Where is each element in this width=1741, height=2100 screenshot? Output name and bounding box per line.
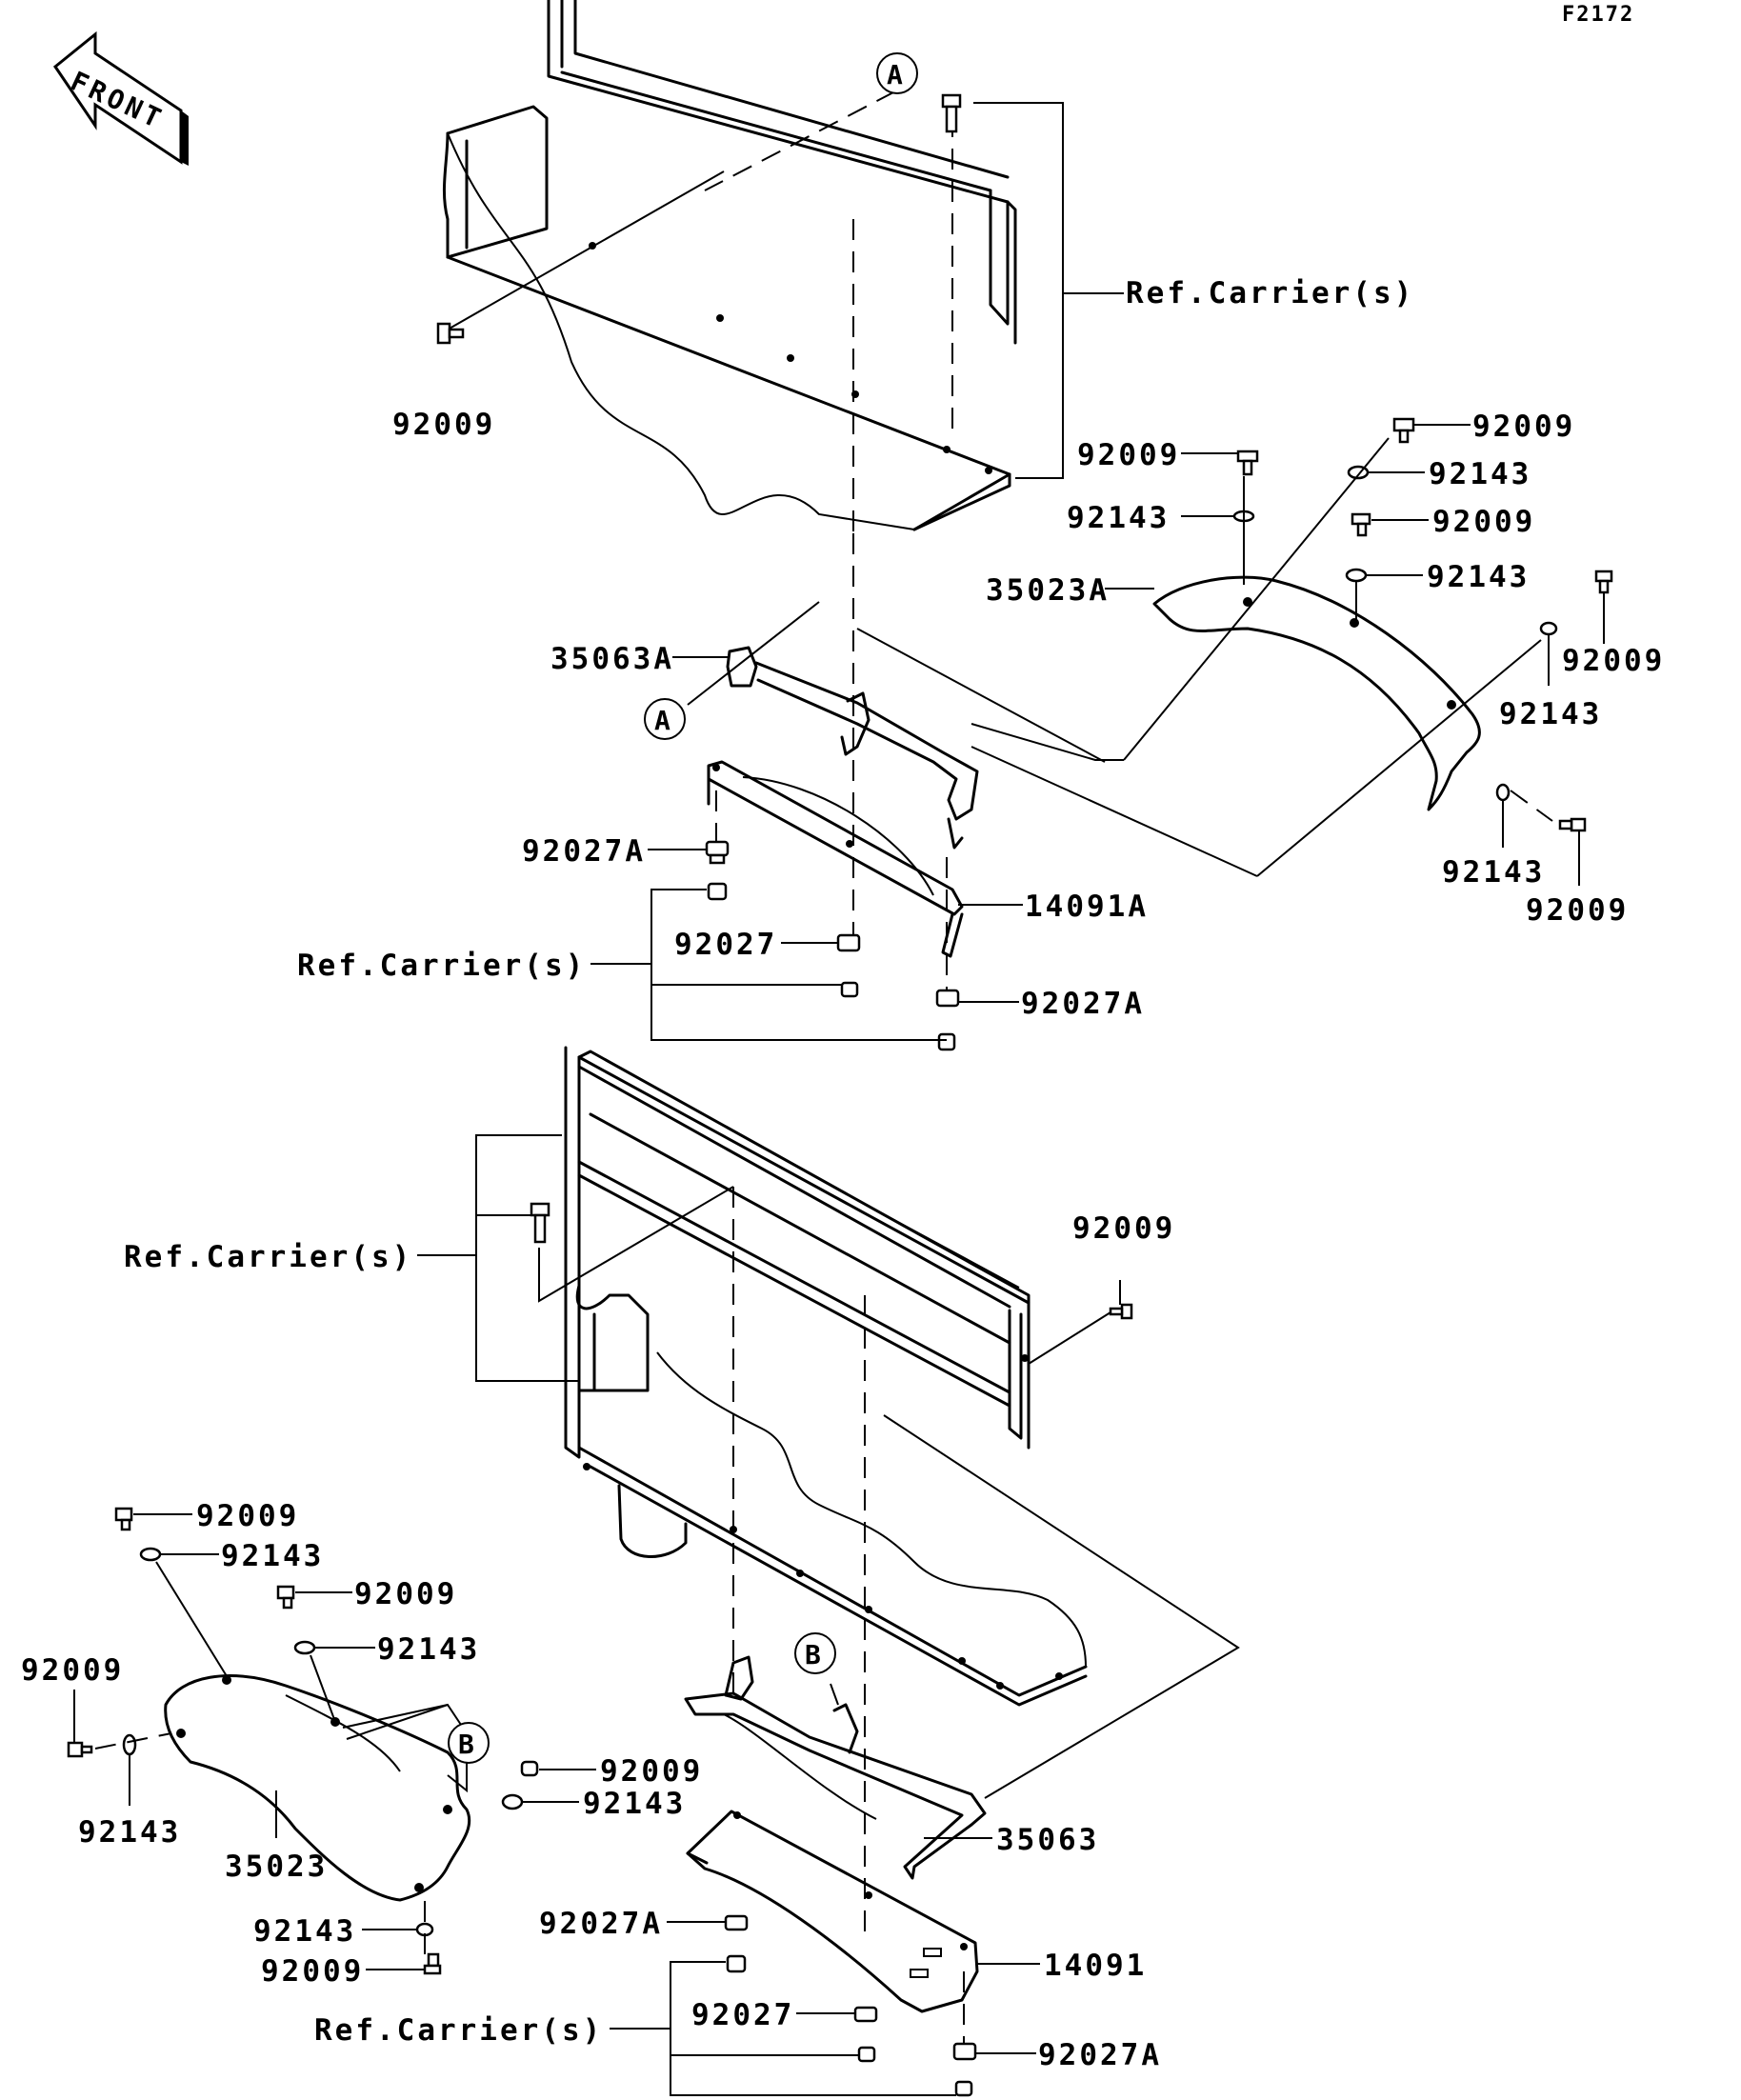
- svg-text:B: B: [805, 1639, 821, 1670]
- label-92009: 92009: [21, 1653, 124, 1688]
- screw-icon: [1558, 817, 1587, 832]
- label-35063A: 35063A: [550, 642, 674, 676]
- label-92143: 92143: [377, 1632, 480, 1667]
- label-14091: 14091: [1044, 1949, 1147, 1983]
- screw-icon: [1594, 570, 1613, 594]
- bracket-line: [973, 102, 1064, 479]
- label-92143: 92143: [1499, 697, 1602, 731]
- label-92009: 92009: [1526, 893, 1629, 928]
- label-ref-carrier: Ref.Carrier(s): [1126, 276, 1414, 310]
- fender-35023A: [1152, 575, 1481, 811]
- label-92143: 92143: [1429, 457, 1531, 491]
- washer-icon: [1345, 568, 1368, 583]
- label-92027A: 92027A: [539, 1907, 663, 1941]
- label-92143: 92143: [253, 1914, 356, 1949]
- label-35023: 35023: [225, 1850, 328, 1884]
- nut-icon: [954, 2080, 973, 2097]
- screw-icon: [423, 1952, 442, 1975]
- label-92027: 92027: [674, 928, 777, 962]
- label-14091A: 14091A: [1025, 890, 1149, 924]
- label-ref-carrier: Ref.Carrier(s): [124, 1240, 412, 1274]
- label-ref-carrier: Ref.Carrier(s): [314, 2013, 603, 2048]
- washer-icon: [293, 1640, 316, 1655]
- bracket-35063: [684, 1655, 987, 1880]
- washer-icon: [1495, 783, 1511, 802]
- label-92009: 92009: [392, 408, 495, 442]
- label-92009: 92009: [196, 1499, 299, 1533]
- callout-A: A: [876, 52, 918, 94]
- nut-icon: [707, 882, 728, 901]
- label-92009: 92009: [1072, 1211, 1175, 1246]
- label-92009: 92009: [1077, 438, 1180, 472]
- nut-icon: [853, 2006, 878, 2023]
- label-92009: 92009: [1472, 410, 1575, 444]
- label-92009: 92009: [600, 1754, 703, 1789]
- label-92143: 92143: [1067, 501, 1170, 535]
- label-92143: 92143: [1427, 560, 1530, 594]
- label-92009: 92009: [1432, 505, 1535, 539]
- label-92009: 92009: [261, 1954, 364, 1989]
- screw-icon: [1109, 1303, 1133, 1320]
- lower-carrier-bed: [564, 1046, 1088, 1707]
- nut-icon: [840, 981, 859, 998]
- screw-icon: [1236, 450, 1259, 476]
- label-92143: 92143: [78, 1815, 181, 1850]
- nut-icon: [724, 1914, 749, 1931]
- bolt-icon: [436, 170, 725, 345]
- label-92143: 92143: [583, 1787, 686, 1821]
- label-92027: 92027: [691, 1998, 794, 2032]
- bolt-icon: [530, 1202, 550, 1244]
- label-92027A: 92027A: [1038, 2038, 1162, 2072]
- label-92143: 92143: [221, 1539, 324, 1573]
- bracket-35063A: [726, 646, 979, 850]
- screw-icon: [276, 1585, 295, 1610]
- label-92143: 92143: [1442, 855, 1545, 890]
- bracket-line: [650, 889, 947, 1041]
- svg-text:A: A: [887, 59, 903, 90]
- washer-icon: [139, 1547, 162, 1562]
- screw-icon: [520, 1760, 539, 1777]
- svg-text:B: B: [458, 1729, 474, 1760]
- front-arrow-icon: FRONT: [52, 30, 189, 166]
- nut-icon: [952, 2042, 977, 2061]
- label-35063: 35063: [996, 1823, 1099, 1857]
- tube-14091A: [707, 760, 964, 958]
- callout-B: B: [448, 1722, 490, 1764]
- nut-icon: [937, 1032, 956, 1051]
- screw-icon: [67, 1741, 93, 1758]
- label-92027A: 92027A: [1021, 987, 1145, 1021]
- callout-B: B: [794, 1632, 836, 1674]
- bracket-line: [475, 1134, 579, 1382]
- nut-icon: [935, 989, 960, 1008]
- label-92009: 92009: [354, 1577, 457, 1611]
- callout-A: A: [644, 698, 686, 740]
- svg-text:A: A: [654, 705, 670, 736]
- nut-icon: [726, 1954, 747, 1973]
- washer-icon: [122, 1733, 137, 1756]
- nut-icon: [857, 2046, 876, 2063]
- bolt-icon: [941, 93, 962, 133]
- label-92009: 92009: [1562, 644, 1665, 678]
- screw-icon: [114, 1507, 133, 1531]
- screw-icon: [1351, 512, 1371, 537]
- leader-dash: [704, 90, 896, 191]
- nut-icon: [836, 933, 861, 952]
- label-92027A: 92027A: [522, 834, 646, 869]
- fender-35023: [164, 1674, 471, 1902]
- upper-carrier-bed: [442, 0, 1017, 531]
- screw-icon: [1392, 417, 1415, 444]
- nut-icon: [705, 840, 730, 865]
- label-ref-carrier: Ref.Carrier(s): [297, 949, 586, 983]
- diagram-code: F2172: [1562, 3, 1634, 27]
- skid-plate-14091: [686, 1810, 979, 2013]
- washer-icon: [501, 1793, 524, 1810]
- label-35023A: 35023A: [986, 573, 1110, 608]
- washer-icon: [1539, 621, 1558, 636]
